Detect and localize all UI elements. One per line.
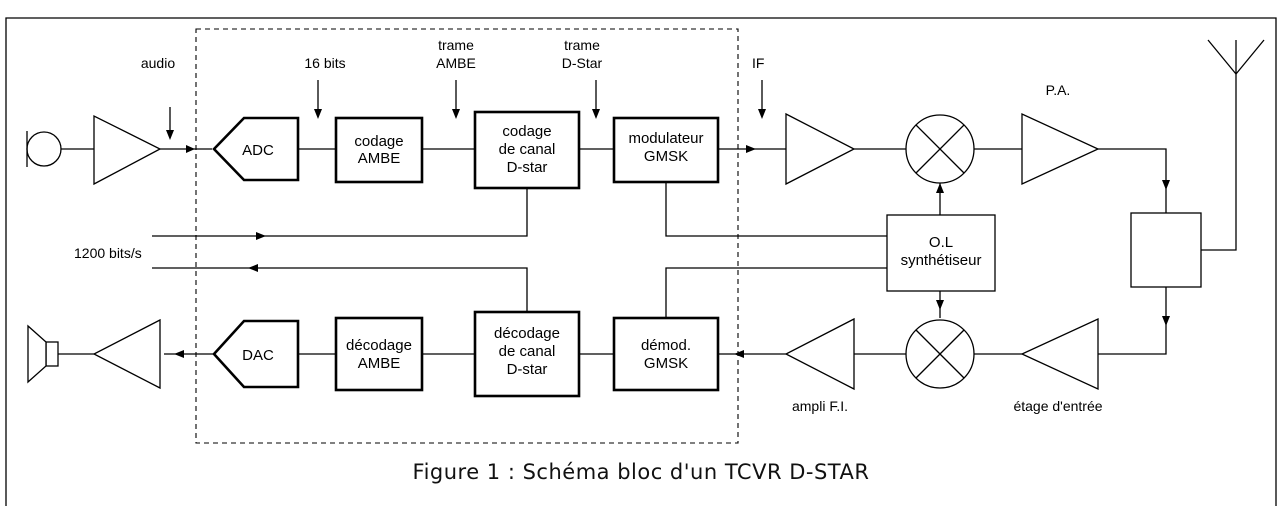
ol-line1: O.L (929, 234, 953, 251)
wire-ol-demod (665, 267, 887, 318)
arrow-out-modulateur (746, 145, 756, 153)
label-bitrate: 1200 bits/s (74, 245, 142, 261)
ol-synthetiseur-block (886, 214, 996, 292)
arrow-out-duplexer (1162, 316, 1170, 326)
rx-audio-amplifier (92, 318, 161, 390)
wire-modulateur-ol (665, 182, 887, 237)
arrow-ol-rxmixer (936, 300, 944, 310)
label-ampli-fi: ampli F.I. (792, 398, 848, 414)
wire-duplexer-antenna (1201, 74, 1237, 251)
demod-line2: GMSK (644, 355, 688, 372)
codage-canal-line1: codage (502, 123, 551, 140)
tx-if-amplifier (785, 112, 856, 186)
modulateur-gmsk-block (612, 116, 720, 184)
codage-canal-line3: D-star (507, 159, 548, 176)
audio-arrow-head (166, 130, 174, 140)
arrow-ol-txmixer (936, 183, 944, 193)
data-out-arrow (256, 232, 266, 240)
codage-ambe-line1: codage (354, 133, 403, 150)
ampli-fi-amplifier (784, 317, 855, 391)
label-pa: P.A. (1046, 82, 1071, 98)
label-trame-ambe-2: AMBE (436, 55, 476, 71)
audio-amplifier (93, 114, 162, 186)
arrow-out-dac (174, 350, 184, 358)
arrow-into-demod (734, 350, 744, 358)
label-etage-entree: étage d'entrée (1013, 398, 1102, 414)
data-in-line (152, 267, 528, 312)
rx-mixer (905, 319, 975, 389)
if-arrow-head (758, 109, 766, 119)
label-trame-dstar-1: trame (564, 37, 600, 53)
data-in-arrow (248, 264, 258, 272)
codage-ambe-block (334, 116, 424, 184)
label-trame-ambe-1: trame (438, 37, 474, 53)
decodage-canal-line2: de canal (499, 343, 556, 360)
modulateur-line1: modulateur (628, 130, 703, 147)
wire-duplexer-rx (1098, 287, 1167, 355)
decodage-ambe-line1: décodage (346, 337, 412, 354)
arrow-into-duplexer (1162, 180, 1170, 190)
etage-entree-amplifier (1020, 317, 1099, 391)
trame-dstar-arrow-head (592, 109, 600, 119)
antenna-icon (1207, 39, 1265, 75)
codage-ambe-line2: AMBE (358, 150, 401, 167)
tx-mixer (905, 114, 975, 184)
decodage-canal-line3: D-star (507, 361, 548, 378)
wire-pa-duplexer (1098, 148, 1167, 213)
power-amplifier (1021, 112, 1100, 186)
decodage-canal-block (473, 310, 581, 398)
figure-caption: Figure 1 : Schéma bloc d'un TCVR D-STAR (413, 460, 870, 484)
ol-line2: synthétiseur (901, 252, 982, 269)
codage-canal-line2: de canal (499, 141, 556, 158)
decodage-ambe-line2: AMBE (358, 355, 401, 372)
bits-arrow-head (314, 109, 322, 119)
arrow-into-adc (186, 145, 195, 153)
microphone-icon (26, 131, 62, 167)
label-16-bits: 16 bits (304, 55, 345, 71)
adc-label: ADC (242, 142, 274, 159)
decodage-canal-line1: décodage (494, 325, 560, 342)
duplexer-block (1130, 212, 1202, 288)
decodage-ambe-block (334, 316, 424, 392)
data-out-line (152, 188, 528, 237)
label-audio: audio (141, 55, 175, 71)
figure-frame (5, 17, 1277, 506)
dac-label: DAC (242, 347, 274, 364)
label-if: IF (752, 55, 764, 71)
demod-gmsk-block (612, 316, 720, 392)
demod-line1: démod. (641, 337, 691, 354)
dac-block (212, 319, 300, 389)
trame-ambe-arrow-head (452, 109, 460, 119)
modulateur-line2: GMSK (644, 148, 688, 165)
loudspeaker-icon (27, 324, 59, 384)
label-trame-dstar-2: D-Star (562, 55, 603, 71)
